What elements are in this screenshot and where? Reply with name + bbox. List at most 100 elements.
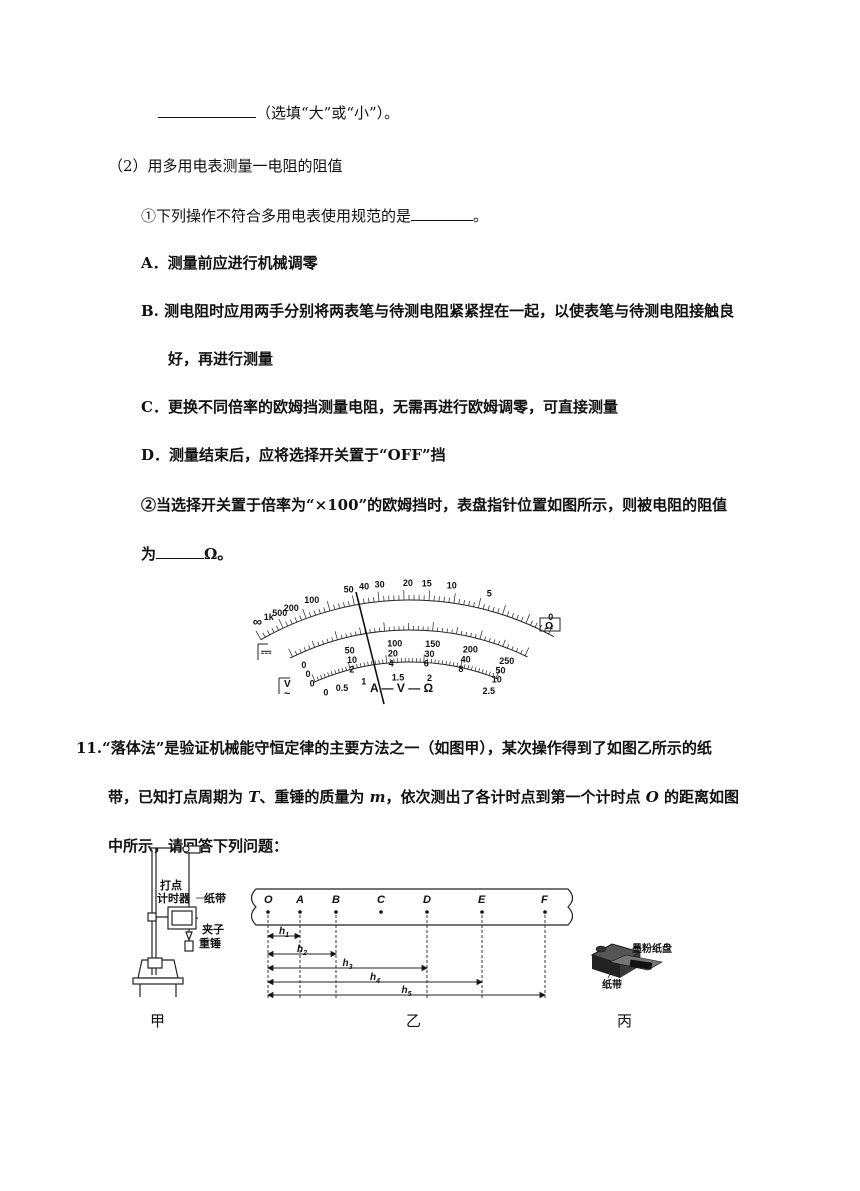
dc-tick-label: 40 [461, 654, 471, 664]
dc-tick [479, 630, 483, 640]
q10-option-b-line2: 好，再进行测量 [168, 350, 274, 368]
dc-tick [311, 640, 315, 648]
ohm-tick-label: 200 [284, 603, 299, 613]
q10-sub2-line1: ②当选择开关置于倍率为“×100”的欧姆挡时，表盘指针位置如图所示，则被电阻的阻… [141, 496, 728, 514]
dc-tick-label: 20 [388, 649, 398, 659]
ohm-tick-label: ∞ [253, 614, 262, 629]
dc-symbol-bracket [257, 643, 268, 660]
ac-tick-label: 1 [361, 676, 366, 686]
answer-blank-1[interactable] [158, 102, 256, 118]
dc-tick-label: 10 [492, 675, 502, 685]
dc-tick [303, 647, 307, 652]
q11-line2-b: 、重锤的质量为 [259, 788, 370, 806]
q10-line1: （选填“大”或“小”）。 [158, 102, 399, 123]
stand-base [137, 959, 179, 979]
dc-tick-label: 250 [499, 656, 514, 666]
dc-tick-label: 50 [496, 665, 506, 675]
ac-tick [449, 661, 451, 666]
dc-tick-label: 50 [345, 645, 355, 655]
ohm-tick [520, 616, 524, 622]
answer-blank-3[interactable] [156, 543, 205, 559]
q10-sub1: ①下列操作不符合多用电表使用规范的是。 [141, 205, 488, 226]
dc-tick [364, 629, 366, 634]
dc-tick [488, 637, 491, 642]
dim-arrowhead [330, 950, 338, 958]
ac-tick-label: 1.5 [392, 672, 405, 682]
dc-tick-label: 0 [306, 669, 311, 679]
ohm-tick-label: 5 [487, 589, 492, 599]
dim-arrowhead [266, 978, 274, 986]
dc-tick [432, 621, 434, 631]
ac-tick [385, 655, 388, 664]
dc-tick [497, 640, 500, 645]
tape-label-bing: 纸带 [602, 978, 622, 991]
dim-label: h1 [279, 926, 289, 939]
meter-bottom-label: A — V — Ω [370, 681, 434, 695]
q10-option-b-line1: B. 测电阻时应用两手分别将两表笔与待测电阻紧紧捏在一起，以使表笔与待测电阻接触… [141, 302, 735, 320]
ac-tick [359, 663, 362, 668]
ac-tick [327, 672, 330, 677]
dc-tick-label: 6 [424, 659, 429, 669]
ac-tick [367, 661, 369, 666]
dc-tick [470, 632, 472, 637]
dc-tick [299, 649, 302, 653]
ac-tick [488, 671, 491, 676]
toner-disk-label: 墨粉纸盘 [632, 942, 672, 955]
dc-tick-label: 30 [424, 649, 434, 659]
tape-point-label: C [377, 894, 386, 906]
dc-scale-arc [289, 629, 528, 659]
dc-tick [374, 628, 376, 633]
ohm-tick [506, 611, 510, 617]
dc-tick [446, 628, 448, 633]
ohm-tick-label: 40 [359, 582, 369, 592]
ohm-tick [343, 602, 345, 608]
ohm-tick [373, 597, 375, 603]
ohm-tick [453, 593, 456, 604]
ohm-tick-label: 10 [447, 581, 457, 591]
tape-dot [266, 910, 270, 914]
ohm-tick [348, 601, 350, 607]
ohm-tick [338, 603, 341, 609]
ac-tick [356, 663, 358, 668]
q10-option-c: C．更换不同倍率的欧姆挡测量电阻，无需再进行欧姆调零，可直接测量 [141, 398, 618, 416]
dim-arrowhead [266, 964, 274, 972]
dc-tick-label: 100 [387, 639, 402, 649]
ac-tick [481, 669, 484, 674]
ohm-tick [492, 606, 495, 612]
answer-blank-2[interactable] [411, 205, 474, 221]
ohm-tick-label: 15 [422, 578, 432, 588]
tape-dot [379, 910, 383, 914]
tape-dot [425, 910, 429, 914]
dc-tick-label: 0 [301, 660, 306, 670]
ohm-tick [543, 627, 547, 632]
dc-tick [524, 647, 530, 656]
var-T: T [248, 788, 260, 806]
dim-arrowhead [266, 932, 274, 940]
ac-tick-label: 0 [323, 688, 328, 698]
ohm-tick [276, 625, 279, 631]
dc-tick [308, 645, 311, 650]
ac-tick [456, 662, 459, 667]
ac-tick [374, 660, 377, 665]
ac-tick [495, 670, 500, 679]
dc-tick [331, 637, 334, 642]
q10-line1-suffix: （选填“大”或“小”）。 [256, 104, 400, 122]
dc-tick [355, 631, 357, 636]
q10-option-d: D．测量结束后，应将选择开关置于“OFF”挡 [141, 446, 446, 464]
ohm-tick [278, 618, 284, 629]
dc-tick [502, 639, 506, 647]
dc-tick [317, 641, 320, 646]
weight [184, 940, 194, 952]
ac-tick [323, 673, 326, 678]
dc-tick-label: 150 [425, 639, 440, 649]
caption-bing: 丙 [617, 1012, 633, 1030]
ohm-tick [463, 599, 465, 605]
dial-arcs [260, 599, 555, 684]
tape-point-label: B [332, 894, 340, 906]
dim-label: h2 [297, 944, 307, 957]
ohm-tick [358, 599, 360, 605]
dc-tick [474, 634, 477, 639]
q11-line2-a: 带，已知打点周期为 [108, 788, 249, 806]
